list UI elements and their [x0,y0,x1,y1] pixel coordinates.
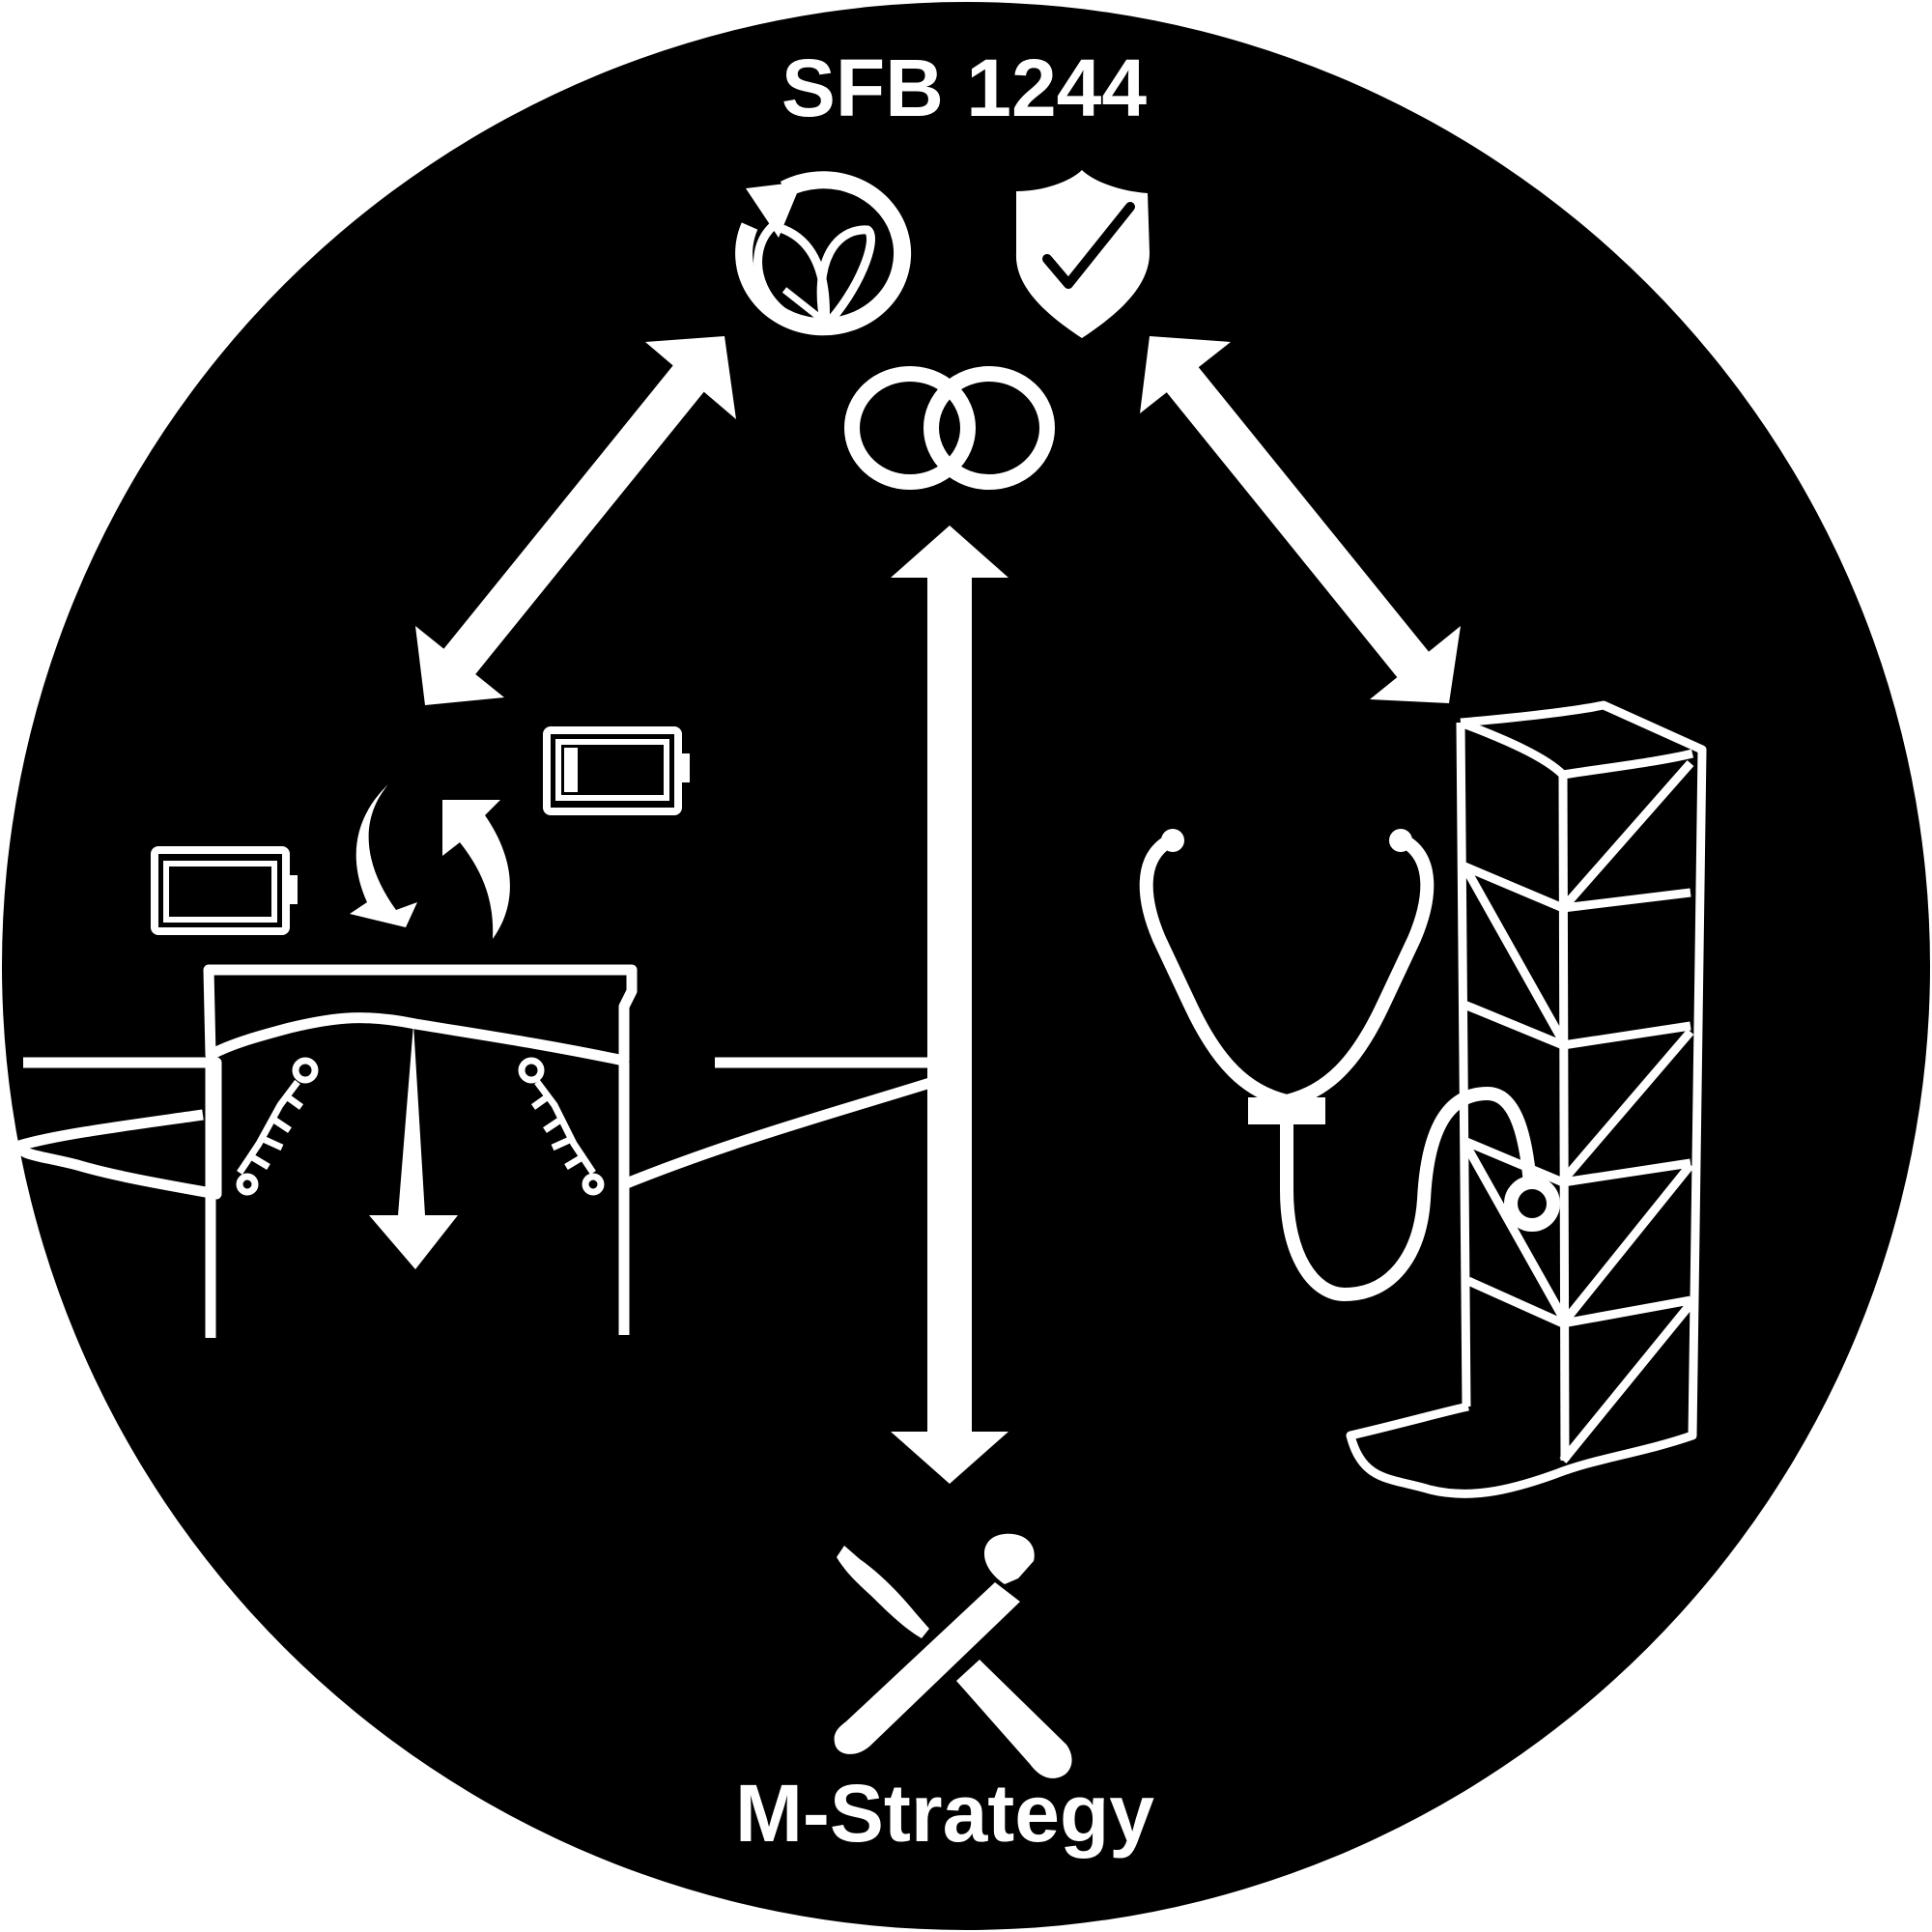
shield-check-icon [1015,170,1150,338]
adaptive-truss-structure-icon [14,964,939,1338]
battery-full-icon [151,846,298,935]
badge-title: SFB 1244 [781,43,1147,133]
actuator-right [518,1057,605,1196]
actuator-left [236,1057,319,1196]
double-arrow-top-right [1140,336,1461,703]
battery-low-icon [543,726,690,815]
badge-subtitle: M-Strategy [735,1768,1154,1859]
stethoscope-icon [1139,829,1560,1302]
energy-cycle-arrows-icon [350,784,510,939]
high-rise-tower-icon [1346,700,1707,1498]
double-arrow-top-left [415,336,736,705]
wrench-screwdriver-icon [834,1533,1072,1778]
infinity-loop-icon [844,366,1055,490]
double-arrow-vertical [891,526,1009,1484]
recycle-leaf-icon [735,171,912,336]
